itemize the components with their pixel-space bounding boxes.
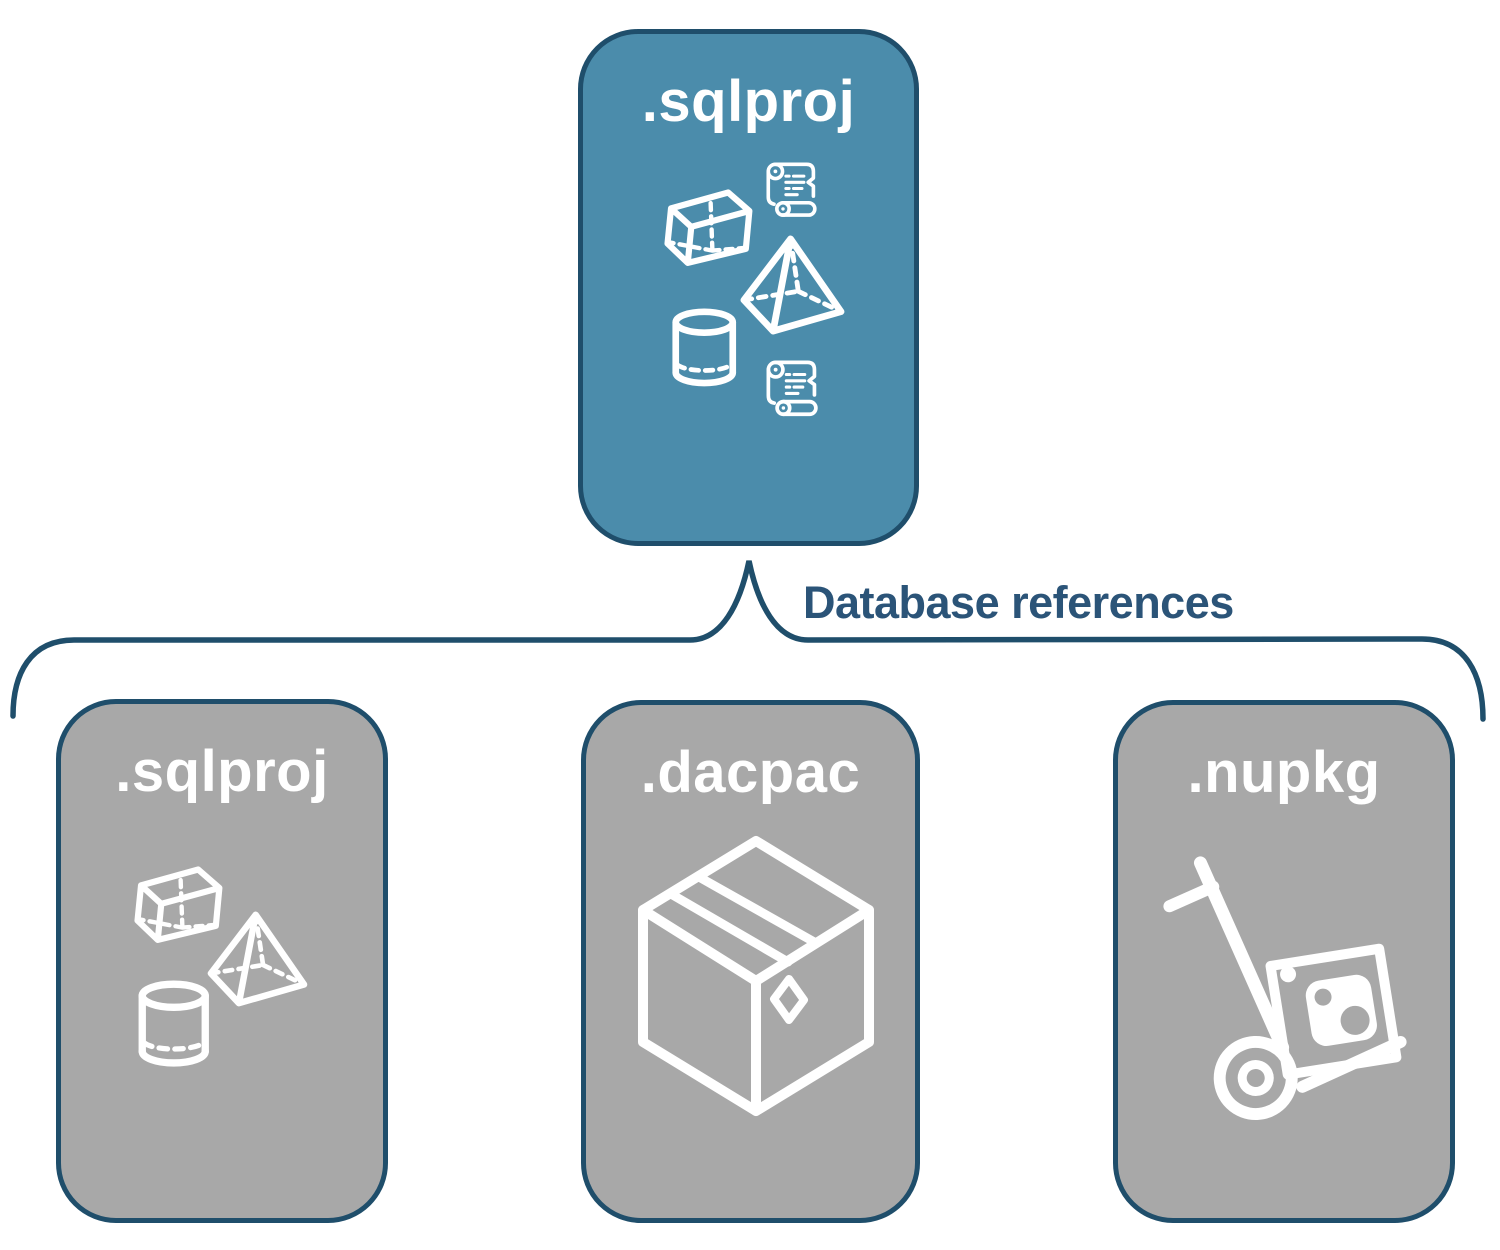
brace-connector bbox=[10, 560, 1486, 722]
node-child-nupkg-label: .nupkg bbox=[1187, 740, 1381, 805]
node-child-dacpac-label: .dacpac bbox=[640, 740, 861, 805]
node-child-dacpac: .dacpac bbox=[581, 700, 920, 1223]
node-root-label: .sqlproj bbox=[641, 69, 856, 134]
node-root-sqlproj: .sqlproj bbox=[578, 29, 919, 546]
node-child-sqlproj-label: .sqlproj bbox=[115, 739, 329, 804]
node-child-nupkg: .nupkg bbox=[1113, 700, 1455, 1223]
node-child-sqlproj: .sqlproj bbox=[56, 699, 388, 1223]
connector-label: Database references bbox=[803, 577, 1234, 628]
